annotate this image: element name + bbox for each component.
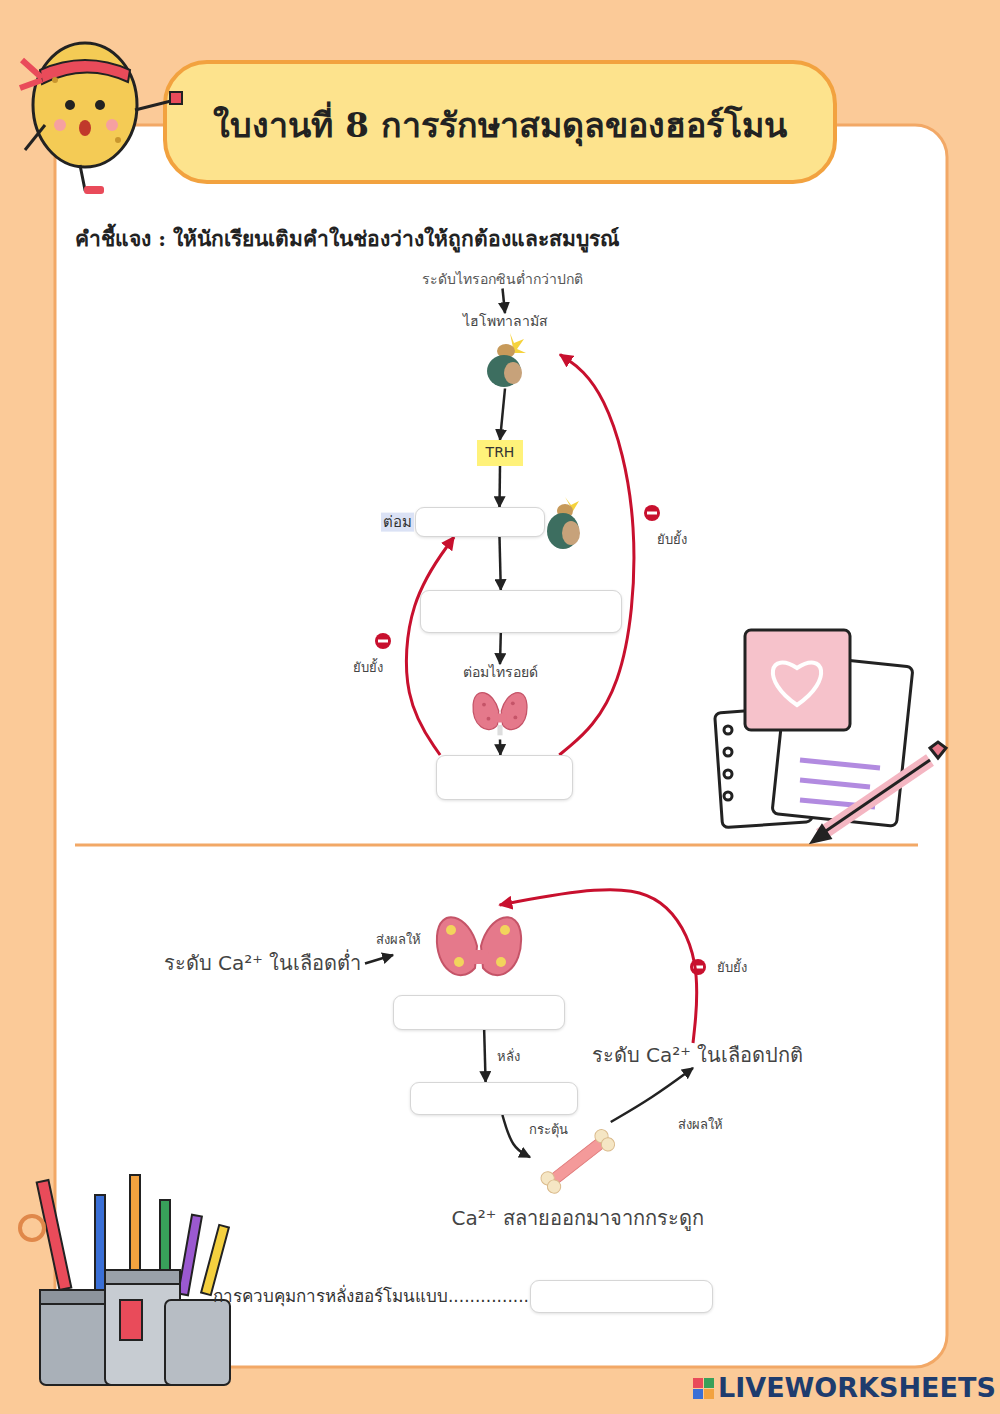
flow-arrow <box>500 537 501 590</box>
hypothalamus: ไฮโพทาลามัส <box>450 313 560 389</box>
node-text: ระดับไทรอกซินต่ำกว่าปกติ <box>390 271 615 289</box>
flow-arrow <box>611 1068 693 1122</box>
icon <box>468 682 532 740</box>
condition-text: ระดับไทรอกซินต่ำกว่าปกติ <box>390 271 615 289</box>
answer-box <box>393 995 565 1030</box>
notebook-illustration <box>715 630 946 842</box>
parathyroid-icon <box>429 905 529 987</box>
answer-box <box>410 1082 578 1115</box>
answer-box <box>420 590 622 633</box>
parathyroid-gland <box>393 905 565 1030</box>
edge-label: กระตุ้น <box>527 1122 570 1138</box>
icon <box>482 331 528 389</box>
flow-arrow <box>484 1030 485 1082</box>
pituitary-icon <box>547 497 580 549</box>
inhibition-arrow <box>559 355 634 755</box>
node-text: ไฮโพทาลามัส <box>463 313 548 331</box>
flow-arrow <box>500 389 505 441</box>
hypothalamus-icon <box>482 331 528 389</box>
pencil-cup-illustration <box>20 1175 230 1385</box>
flow-arrow <box>499 740 502 756</box>
answer-box: การควบคุมการหลั่งฮอร์โมนแบบ.............… <box>530 1280 713 1313</box>
edge-label: ยับยั้ง <box>655 532 689 548</box>
thyroid-icon <box>468 682 532 740</box>
mascot <box>20 43 182 194</box>
edge-label: ส่งผลให้ <box>374 932 423 948</box>
inhibition-arrow <box>406 537 454 755</box>
edge-label: ยับยั้ง <box>715 960 749 976</box>
edge-label: หลั่ง <box>495 1049 522 1065</box>
icon <box>429 905 529 987</box>
title: ใบงานที่ 8 การรักษาสมดุลของฮอร์โมน <box>165 98 835 152</box>
node-text: การควบคุมการหลั่งฮอร์โมนแบบ.............… <box>213 1286 529 1307</box>
flow-arrow <box>499 633 502 664</box>
thyroid-gland: ต่อมไทรอยด์ <box>440 664 560 740</box>
node-text: ต่อมไทรอยด์ <box>463 664 538 682</box>
answer-box: ต่อม <box>415 507 545 537</box>
instruction: คำชี้แจง : ให้นักเรียนเติมคำในช่องว่างให… <box>75 222 619 255</box>
condition-text: ระดับ Ca²⁺ ในเลือดต่ำ <box>160 951 365 976</box>
title-banner <box>165 62 835 182</box>
node-text: Ca²⁺ สลายออกมาจากกระดูก <box>451 1206 703 1231</box>
node-text: ระดับ Ca²⁺ ในเลือดต่ำ <box>160 951 365 976</box>
logo-mark <box>693 1378 714 1399</box>
answer-box <box>436 755 573 800</box>
flow-arrow <box>365 955 393 964</box>
node-text: ต่อม <box>381 513 414 532</box>
edge-label: ส่งผลให้ <box>676 1117 725 1133</box>
node-text: TRH <box>486 444 515 462</box>
node-text: ระดับ Ca²⁺ ในเลือดปกติ <box>585 1043 810 1068</box>
flow-arrow <box>503 289 506 314</box>
divider <box>75 844 918 847</box>
condition-text: ระดับ Ca²⁺ ในเลือดปกติ <box>585 1043 810 1068</box>
watermark: LIVEWORKSHEETS <box>718 1372 996 1403</box>
inhibit-symbol <box>375 505 706 975</box>
flow-arrow <box>498 466 501 508</box>
hormone-box: TRH <box>477 440 524 466</box>
panel <box>55 125 947 1367</box>
edge-label: ยับยั้ง <box>351 660 385 676</box>
